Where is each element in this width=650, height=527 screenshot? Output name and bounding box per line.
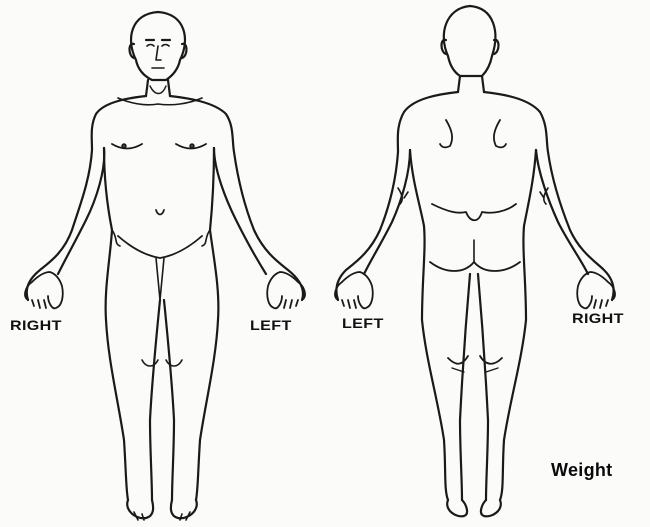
back-right-side-label: RIGHT [572,310,624,326]
front-right-hand [25,272,63,308]
weight-label: Weight [551,460,612,481]
back-left-side-label: LEFT [342,315,384,331]
front-left-hand [267,272,305,308]
front-view-figure [25,12,305,520]
front-right-side-label: RIGHT [10,317,62,333]
back-view-figure [335,6,615,516]
back-head [444,6,496,76]
back-torso [336,92,613,300]
front-left-side-label: LEFT [250,317,292,333]
front-torso [27,96,303,300]
